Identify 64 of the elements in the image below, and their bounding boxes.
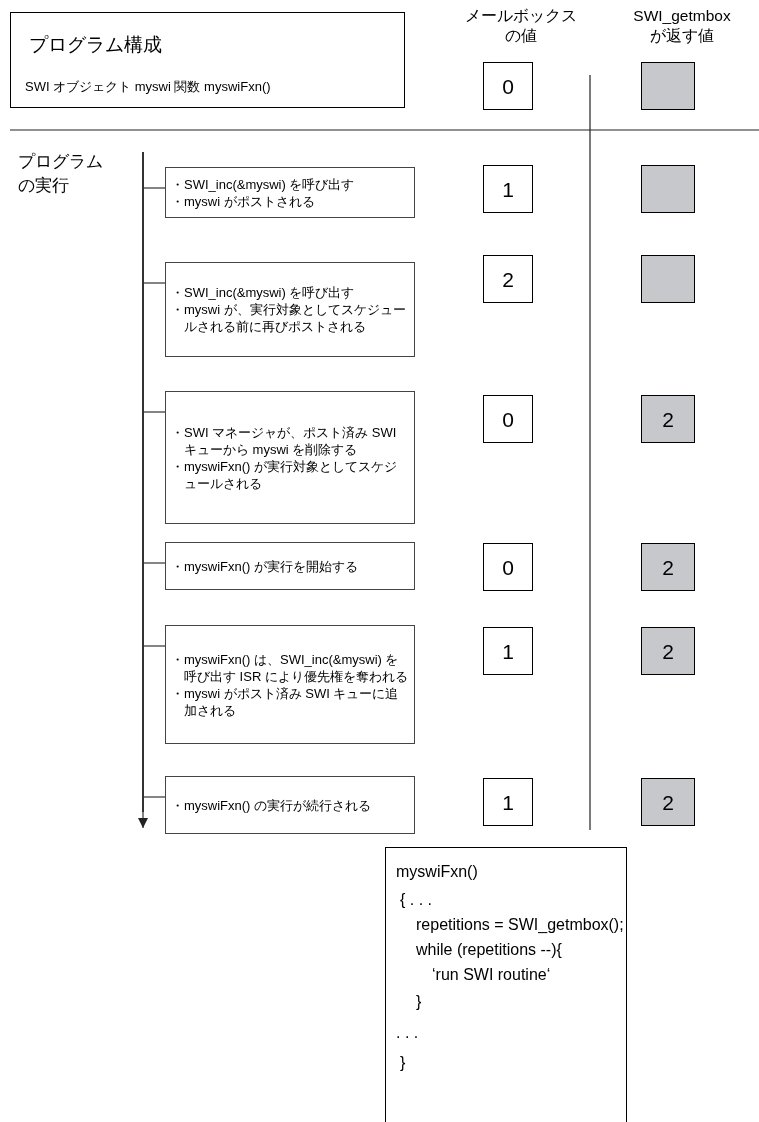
value-number: 1 — [502, 791, 514, 813]
value-box — [483, 62, 533, 110]
value-box — [641, 62, 695, 110]
code-box — [385, 847, 627, 1122]
value-box — [641, 165, 695, 213]
value-box — [641, 395, 695, 443]
connector-line — [142, 562, 166, 564]
arrow — [138, 811, 148, 829]
connector-line — [142, 411, 166, 413]
step-box — [165, 391, 415, 524]
value-box — [483, 255, 533, 303]
timeline-line — [142, 152, 144, 812]
section-label: プログラムの実行 — [18, 151, 104, 197]
connector-line — [142, 645, 166, 647]
value-number: 2 — [662, 640, 674, 662]
code-line: . . . — [396, 1023, 419, 1043]
value-box — [483, 165, 533, 213]
step-text: ・SWI マネージャが、ポスト済み SWI キューから myswi を削除する — [171, 423, 398, 458]
value-box — [483, 395, 533, 443]
connector-line — [142, 282, 166, 284]
value-number: 0 — [502, 556, 514, 578]
step-text: ・SWI_inc(&myswi) を呼び出す — [171, 175, 356, 193]
step-text: ・myswi がポスト済み SWI キューに追加される — [171, 684, 400, 719]
value-box — [483, 627, 533, 675]
step-text: ・SWI_inc(&myswi) を呼び出す — [171, 284, 356, 301]
step-box — [165, 262, 415, 357]
value-number: 2 — [662, 556, 674, 578]
code-line: ‘run SWI routine‘ — [432, 965, 551, 985]
code-line: myswiFxn() — [396, 862, 478, 882]
value-box — [641, 627, 695, 675]
code-line: { . . . — [400, 890, 432, 910]
step-text: ・myswiFxn() は、SWI_inc(&myswi) を呼び出す ISR により優先権を奪われる — [171, 650, 409, 685]
code-line: repetitions = SWI_getmbox(); — [416, 915, 624, 935]
step-text: ・myswi が、実行対象としてスケジュールされる前に再びポストされる — [171, 301, 407, 335]
value-box — [483, 543, 533, 591]
value-box — [641, 778, 695, 826]
value-number: 2 — [662, 791, 674, 813]
step-box — [165, 167, 415, 218]
step-box — [165, 542, 415, 590]
value-number: 0 — [502, 408, 514, 430]
step-text: ・myswi がポストされる — [171, 192, 316, 210]
value-number: 1 — [502, 640, 514, 662]
value-number: 1 — [502, 178, 514, 200]
connector-line — [142, 796, 166, 798]
header-box — [10, 12, 405, 108]
code-line: } — [416, 992, 422, 1012]
column-header: メールボックスの値 — [464, 6, 578, 46]
step-box — [165, 776, 415, 834]
step-text: ・myswiFxn() の実行が続行される — [171, 796, 373, 814]
step-text: ・myswiFxn() が実行対象としてスケジュールされる — [171, 457, 399, 492]
section-title: プログラム構成 — [29, 33, 162, 57]
description-text: SWI オブジェクト myswi 関数 myswiFxn() — [25, 79, 271, 95]
connector-line — [142, 187, 166, 189]
value-box — [641, 543, 695, 591]
value-number: 2 — [502, 268, 514, 290]
step-box — [165, 625, 415, 744]
value-number: 0 — [502, 75, 514, 97]
value-box — [483, 778, 533, 826]
code-line: while (repetitions --){ — [416, 940, 562, 960]
value-box — [641, 255, 695, 303]
value-number: 2 — [662, 408, 674, 430]
code-line: } — [400, 1053, 406, 1073]
column-header: SWI_getmbox が返す値 — [632, 6, 732, 46]
step-text: ・myswiFxn() が実行を開始する — [171, 557, 360, 575]
